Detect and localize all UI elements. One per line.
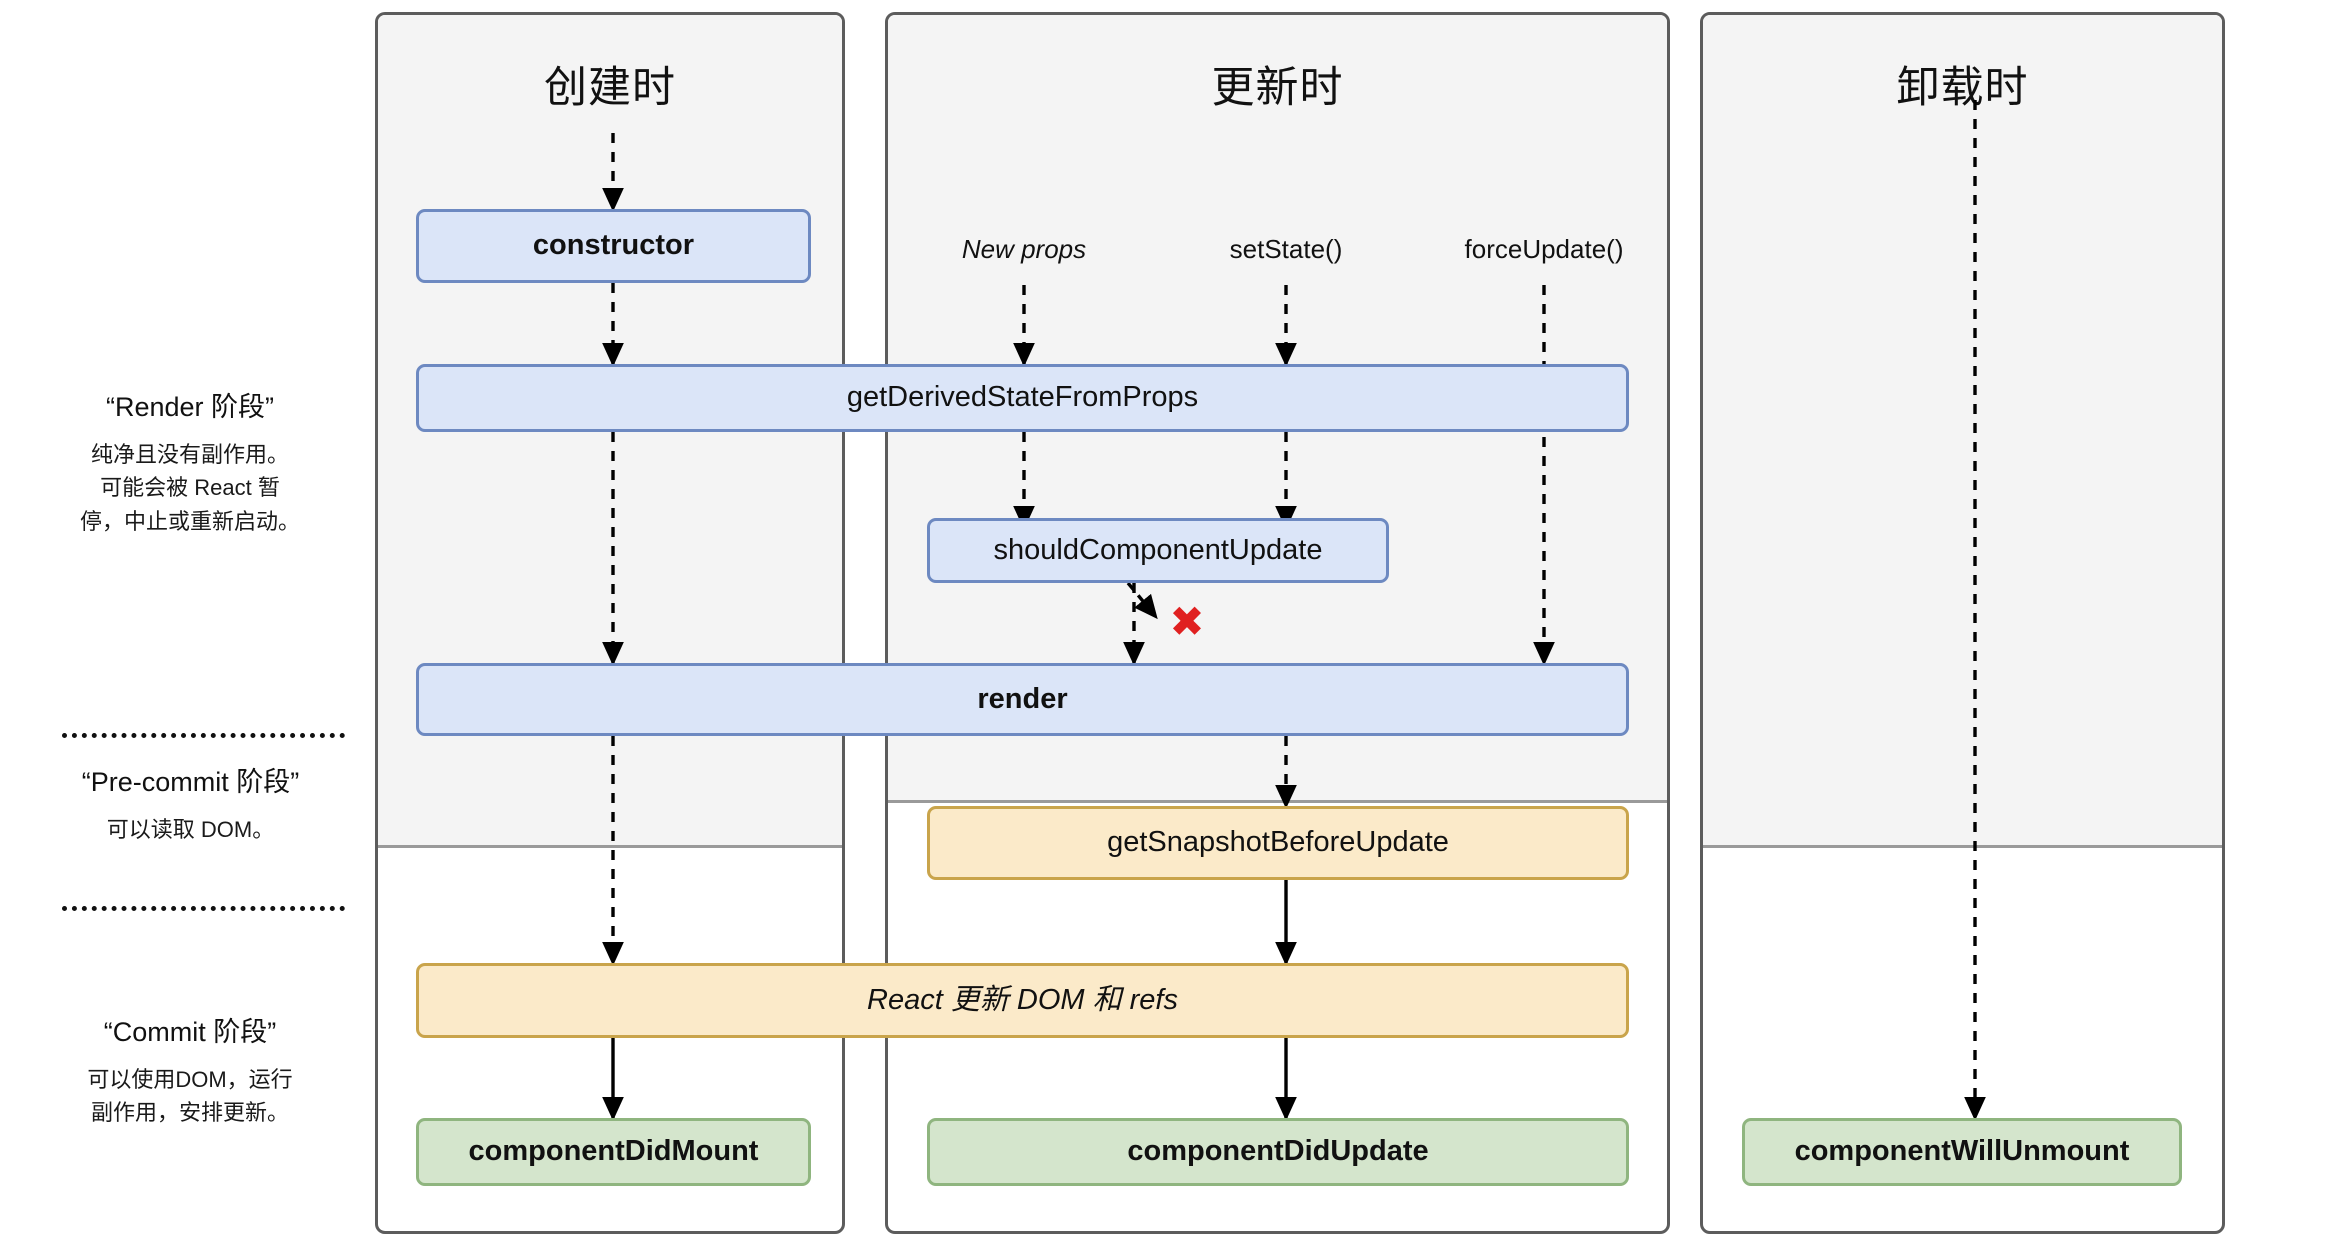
- phase-legend-commit-line-1: 可以使用DOM，运行: [87, 1067, 293, 1092]
- trigger-new-props: New props: [961, 234, 1087, 264]
- trigger-force-update: forceUpdate(): [1464, 234, 1624, 264]
- phase-legend-precommit-body: 可以读取 DOM。: [18, 813, 363, 846]
- skip-render-x-icon: ✖: [1165, 600, 1209, 644]
- column-title-unmounting: 卸载时: [1896, 64, 2029, 112]
- column-panel-updating: 更新时: [885, 12, 1670, 1234]
- phase-legend-precommit-title: “Pre-commit 阶段”: [81, 767, 300, 797]
- column-title-updating: 更新时: [1211, 64, 1344, 112]
- phase-legend-render-body: 纯净且没有副作用。 可能会被 React 暂 停，中止或重新启动。: [25, 438, 355, 538]
- column-title-mounting: 创建时: [544, 64, 676, 112]
- panel-render-region-unmounting: [1703, 15, 2222, 848]
- phase-legend-render-line-2: 可能会被 React 暂: [100, 475, 280, 501]
- phase-legend-render-line-1: 纯净且没有副作用。: [90, 442, 289, 467]
- phase-legend-commit-body: 可以使用DOM，运行 副作用，安排更新。: [25, 1063, 355, 1130]
- node-get-derived-state-from-props[interactable]: getDerivedStateFromProps: [416, 364, 1629, 432]
- phase-legend-render-line-3: 停，中止或重新启动。: [79, 508, 300, 534]
- phase-legend-commit-line-2: 副作用，安排更新。: [90, 1100, 289, 1126]
- node-component-did-update[interactable]: componentDidUpdate: [927, 1118, 1629, 1186]
- node-should-component-update[interactable]: shouldComponentUpdate: [927, 518, 1389, 583]
- phase-legend-precommit: “Pre-commit 阶段” 可以读取 DOM。: [18, 760, 363, 846]
- column-panel-mounting: 创建时: [375, 12, 845, 1234]
- phase-legend-commit-title: “Commit 阶段”: [103, 1017, 277, 1047]
- phase-divider-bottom: [62, 906, 345, 911]
- node-component-did-mount[interactable]: componentDidMount: [416, 1118, 811, 1186]
- phase-legend-render: “Render 阶段” 纯净且没有副作用。 可能会被 React 暂 停，中止或…: [25, 385, 355, 538]
- phase-legend-commit: “Commit 阶段” 可以使用DOM，运行 副作用，安排更新。: [25, 1010, 355, 1130]
- phase-legend-precommit-line-1: 可以读取 DOM。: [106, 817, 275, 842]
- node-constructor[interactable]: constructor: [416, 209, 811, 283]
- phase-legend-render-title: “Render 阶段”: [105, 392, 275, 422]
- column-panel-unmounting: 卸载时: [1700, 12, 2225, 1234]
- node-component-will-unmount[interactable]: componentWillUnmount: [1742, 1118, 2182, 1186]
- skip-render-x-glyph: ✖: [1169, 598, 1205, 645]
- node-get-snapshot-before-update[interactable]: getSnapshotBeforeUpdate: [927, 806, 1629, 880]
- node-react-updates-dom-and-refs[interactable]: React 更新 DOM 和 refs: [416, 963, 1629, 1038]
- phase-divider-top: [62, 733, 345, 738]
- node-render[interactable]: render: [416, 663, 1629, 736]
- trigger-set-state: setState(): [1229, 234, 1343, 264]
